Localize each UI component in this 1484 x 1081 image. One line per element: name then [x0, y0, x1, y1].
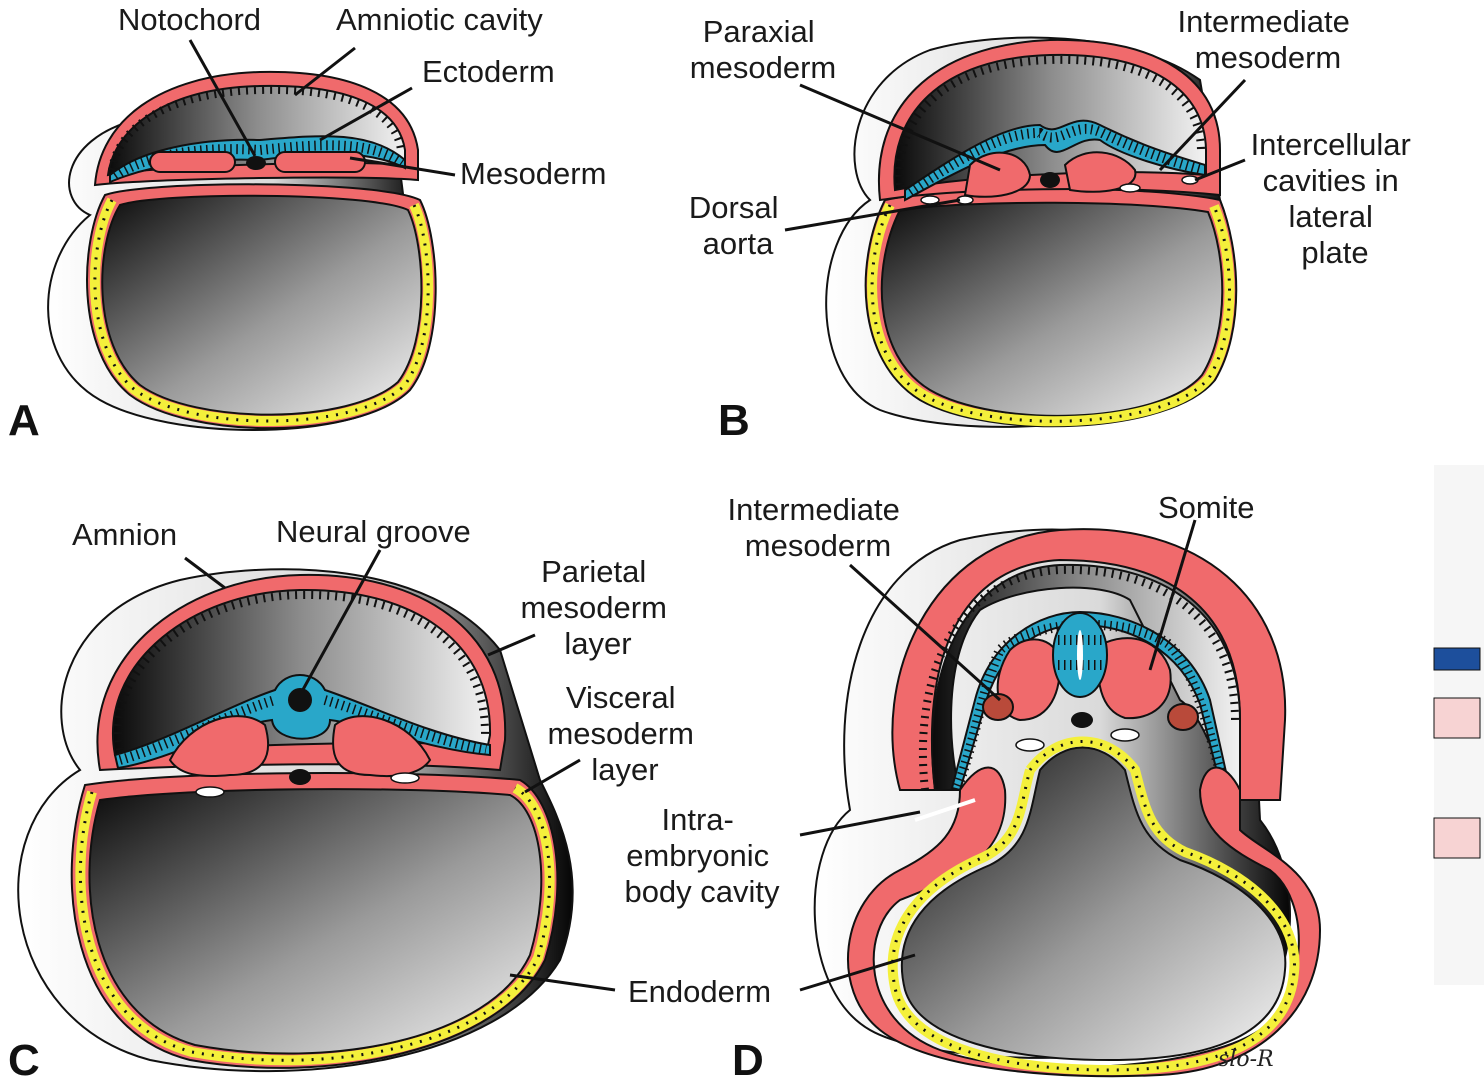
panel-a-mesoderm-left [150, 152, 235, 172]
panel-a-yolk-sac [102, 196, 421, 415]
label-endoderm: Endoderm [628, 974, 771, 1009]
label-intermediate-mesoderm-b: Intermediate mesoderm [1178, 4, 1359, 75]
label-paraxial-mesoderm: Paraxial mesoderm [690, 14, 836, 85]
label-amniotic-cavity: Amniotic cavity [336, 2, 543, 37]
label-dorsal-aorta: Dorsal aorta [689, 190, 787, 261]
panel-letter-d: D [732, 1036, 764, 1081]
label-somite: Somite [1158, 490, 1254, 525]
legend-swatch-mesoderm [1434, 698, 1480, 738]
cropped-legend [1434, 465, 1484, 985]
panel-c-neural-groove-center [288, 688, 312, 712]
label-intermediate-mesoderm-d: Intermediate mesoderm [728, 492, 909, 563]
panel-d-aorta-right [1111, 729, 1139, 741]
panel-d-aorta-left [1016, 739, 1044, 751]
panel-letter-a: A [8, 396, 40, 445]
panel-b-cavity-right-1 [1120, 184, 1140, 192]
panel-d-neural-canal [1077, 630, 1083, 680]
panel-a-mesoderm-right [275, 152, 365, 172]
panel-d-intermediate-right [1168, 704, 1198, 730]
panel-c-cavity-right [391, 773, 419, 783]
label-notochord: Notochord [118, 2, 261, 37]
panel-a-notochord [246, 156, 266, 170]
legend-swatch-mesoderm-2 [1434, 818, 1480, 858]
label-mesoderm: Mesoderm [460, 156, 606, 191]
legend-swatch-ectoderm [1434, 648, 1480, 670]
panel-letter-b: B [718, 396, 750, 445]
panel-b-yolk-sac [882, 203, 1223, 416]
label-parietal-mesoderm: Parietal mesoderm layer [520, 554, 675, 661]
label-intra-embryonic-body-cavity: Intra- embryonic body cavity [624, 802, 780, 909]
panel-d-notochord [1071, 712, 1093, 728]
artist-signature: slo-R [1218, 1047, 1274, 1072]
panel-b: Paraxial mesoderm Intermediate mesoderm … [689, 4, 1420, 445]
panel-a: Notochord Amniotic cavity Ectoderm Mesod… [8, 2, 606, 445]
label-neural-groove: Neural groove [276, 514, 471, 549]
label-intercellular-cavities: Intercellular cavities in lateral plate [1251, 127, 1420, 270]
label-ectoderm: Ectoderm [422, 54, 555, 89]
label-amnion: Amnion [72, 517, 177, 552]
panel-letter-c: C [8, 1036, 40, 1081]
panel-c-notochord [289, 769, 311, 785]
panel-b-notochord [1040, 172, 1060, 188]
panel-c-cavity-left [196, 787, 224, 797]
label-visceral-mesoderm: Visceral mesoderm layer [547, 680, 702, 787]
